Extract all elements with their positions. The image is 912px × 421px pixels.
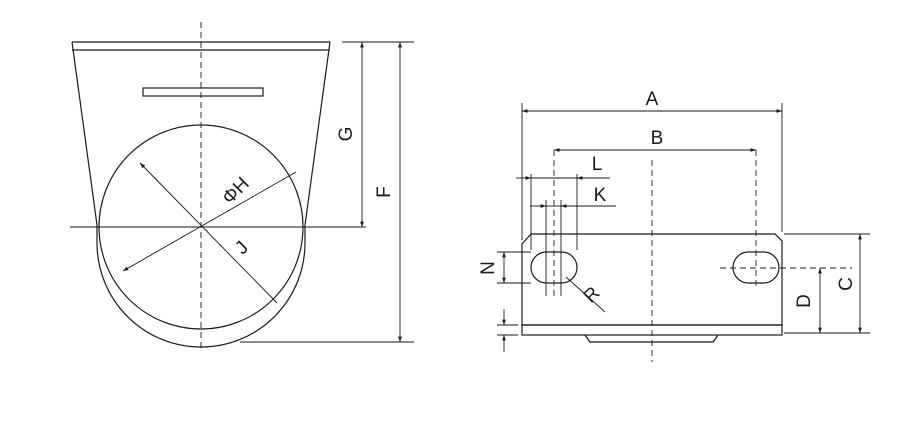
label-c: C <box>836 277 857 291</box>
side-view: A B L K N R C <box>478 89 870 362</box>
front-view: ΦH J G F <box>70 22 414 352</box>
label-n: N <box>478 261 499 275</box>
top-slot <box>142 87 264 97</box>
label-d: D <box>794 294 815 308</box>
label-k: K <box>594 185 607 206</box>
label-h: ΦH <box>218 173 253 208</box>
left-slot <box>530 251 578 284</box>
radius-j-line <box>122 171 297 272</box>
diameter-h-line <box>139 162 278 304</box>
right-slot <box>732 251 780 284</box>
dim-r-leader <box>565 276 606 313</box>
label-l: L <box>592 154 603 175</box>
label-r: R <box>580 283 605 308</box>
label-b: B <box>651 128 664 149</box>
bottom-boss <box>584 334 719 343</box>
label-f: F <box>374 186 395 198</box>
label-g: G <box>336 127 357 142</box>
label-j: J <box>231 237 253 259</box>
label-a: A <box>646 89 659 110</box>
